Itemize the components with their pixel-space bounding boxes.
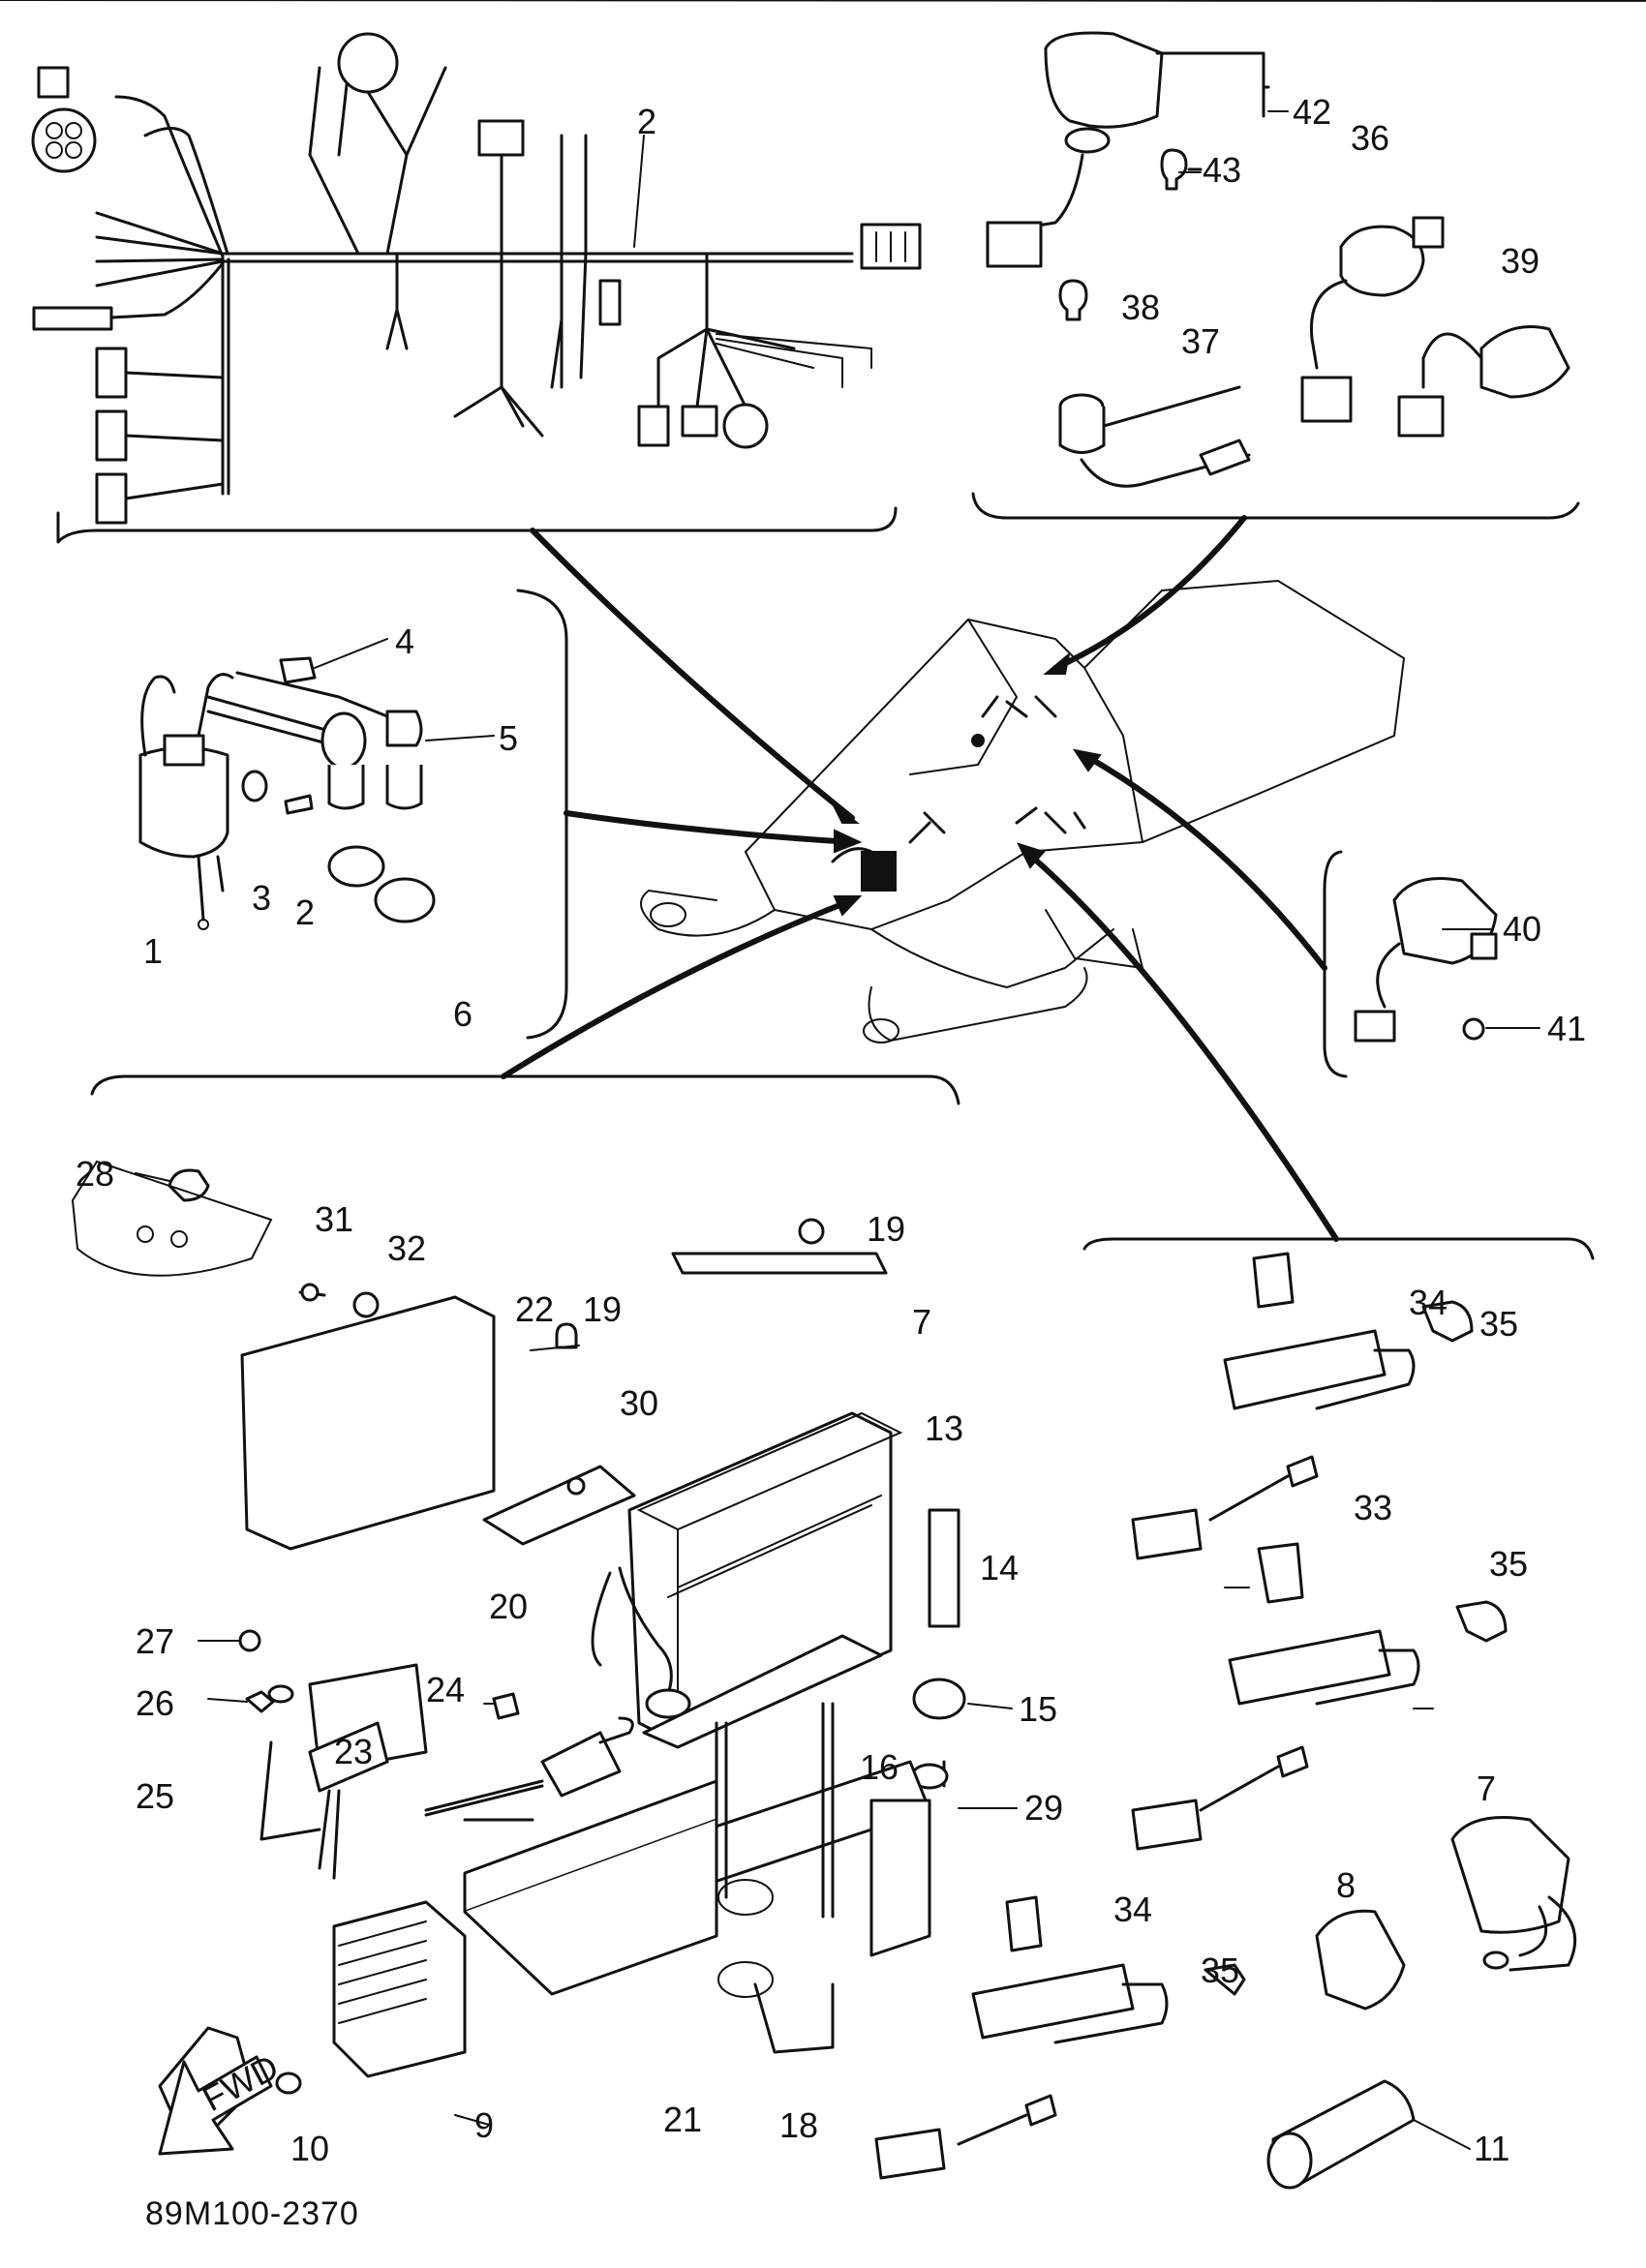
callout: 2 — [295, 892, 315, 932]
callout: 30 — [620, 1383, 658, 1423]
callout: 11 — [1474, 2129, 1509, 2168]
callout: 8 — [1336, 1865, 1356, 1905]
callout-labels: 2 42 43 36 39 38 37 4 5 3 2 1 6 40 41 28… — [76, 92, 1586, 2168]
callout: 35 — [1201, 1950, 1239, 1990]
callout: 40 — [1503, 909, 1541, 949]
callout: 3 — [252, 878, 271, 918]
callout: 10 — [290, 2129, 329, 2168]
callout: 29 — [1024, 1788, 1063, 1828]
wire-harness — [31, 32, 922, 525]
callout: 19 — [583, 1289, 622, 1329]
switch-light-group — [986, 31, 1570, 488]
callout: 31 — [315, 1199, 353, 1239]
ignition-coil-group — [138, 656, 436, 930]
callout: 37 — [1181, 321, 1220, 361]
callout: 36 — [1351, 118, 1389, 158]
callout: 13 — [925, 1408, 963, 1448]
callout: 39 — [1501, 241, 1539, 281]
callout: 38 — [1121, 287, 1160, 327]
callout: 7 — [1477, 1769, 1496, 1808]
callout-leaders — [0, 0, 1646, 2150]
callout: 41 — [1547, 1009, 1586, 1048]
callout: 19 — [867, 1209, 905, 1249]
diagram-code: 89M100-2370 — [145, 2195, 359, 2232]
callout: 2 — [637, 102, 656, 141]
callout: 43 — [1203, 150, 1241, 190]
condenser-group — [1354, 877, 1498, 1043]
callout: 9 — [474, 2105, 494, 2145]
callout: 21 — [663, 2100, 702, 2139]
callout: 27 — [136, 1621, 174, 1661]
callout: 26 — [136, 1683, 174, 1723]
group-frames — [56, 492, 1595, 1260]
callout: 35 — [1479, 1304, 1518, 1344]
callout: 22 — [515, 1289, 554, 1329]
callout: 33 — [1354, 1488, 1392, 1527]
callout: 28 — [76, 1154, 114, 1194]
callout: 20 — [489, 1587, 528, 1626]
callout: 14 — [980, 1548, 1019, 1588]
callout: 42 — [1293, 92, 1331, 132]
snowmobile-outline — [640, 579, 1406, 1043]
callout: 6 — [453, 994, 472, 1034]
callout: 7 — [912, 1302, 931, 1342]
callout: 5 — [499, 718, 518, 758]
callout: 25 — [136, 1776, 174, 1816]
callout: 34 — [1113, 1890, 1152, 1929]
callout: 23 — [334, 1732, 373, 1771]
relay-cdi-group — [874, 1252, 1577, 2190]
callout: 35 — [1489, 1544, 1528, 1584]
leader-arrows — [501, 515, 1339, 1242]
callout: 34 — [1409, 1283, 1448, 1322]
callout: 4 — [395, 621, 414, 661]
callout: 1 — [143, 931, 163, 971]
callout: 18 — [779, 2105, 818, 2145]
callout: 16 — [860, 1747, 899, 1787]
callout: 24 — [426, 1670, 465, 1709]
callout: 15 — [1019, 1689, 1057, 1729]
callout: 32 — [387, 1228, 426, 1268]
